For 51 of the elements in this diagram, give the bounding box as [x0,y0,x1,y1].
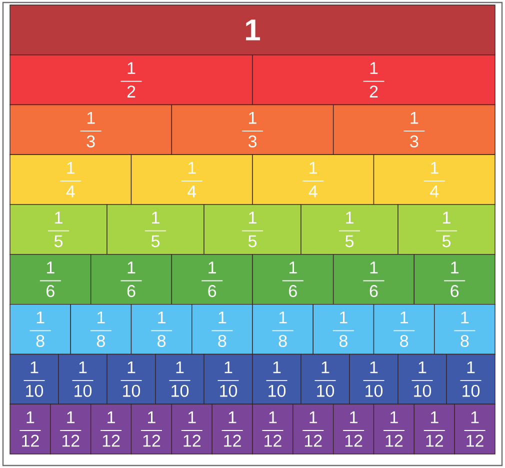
fraction-tile: 1 10 [155,354,204,404]
fraction-tile: 1 6 [90,254,172,305]
fraction-tile: 1 8 [70,304,132,355]
fraction-tile: 1 8 [434,304,496,355]
fraction-tile: 1 5 [398,204,496,255]
fraction-tile: 1 12 [10,404,51,454]
fraction-tile: 1 10 [106,354,156,404]
fraction-tile: 1 4 [252,154,374,205]
fraction-tile: 1 12 [130,404,172,454]
fraction-tile: 1 4 [10,154,132,205]
fraction-tile: 1 6 [171,254,253,305]
fraction-tile: 1 6 [10,254,92,305]
fraction-tile: 1 12 [252,404,294,454]
fraction-tile: 1 12 [454,404,496,454]
fraction-tile: 1 10 [349,354,398,404]
fraction-tile: 1 12 [171,404,212,454]
fraction-tile: 1 10 [10,354,59,404]
fraction-tile: 1 2 [10,54,253,106]
fraction-tile: 1 5 [106,204,204,255]
fraction-tile: 1 8 [130,304,192,355]
fraction-tile: 1 10 [446,354,496,404]
fraction-tile: 1 5 [10,204,108,255]
fraction-tile: 1 8 [312,304,374,355]
fraction-tile: 1 8 [373,304,435,355]
fraction-tile: 1 5 [300,204,398,255]
fraction-tile: 1 6 [332,254,415,305]
fraction-tile: 1 3 [10,104,172,155]
fraction-tile: 1 12 [292,404,334,454]
fraction-tile: 1 12 [212,404,253,454]
fraction-tile: 1 2 [252,54,496,106]
fraction-tile: 1 12 [50,404,92,454]
fraction-tile: 1 4 [130,154,253,205]
fraction-tile: 1 10 [398,354,447,404]
fraction-tile: 1 5 [204,204,302,255]
fraction-tile: 1 8 [252,304,314,355]
fraction-tile: 1 12 [90,404,132,454]
fraction-tile: 1 10 [300,354,350,404]
fraction-tile: 1 12 [373,404,415,454]
fraction-tile: 1 8 [10,304,71,355]
fraction-tile: 1 6 [252,254,334,305]
fraction-tile: 1 [10,4,496,56]
fraction-tile: 1 10 [252,354,302,404]
fraction-tile: 1 4 [373,154,496,205]
fraction-tile: 1 3 [332,104,496,155]
fraction-tile: 1 8 [192,304,253,355]
fraction-tile: 1 12 [414,404,455,454]
fraction-tile: 1 10 [204,354,253,404]
fraction-tile: 1 12 [332,404,374,454]
fraction-tile: 1 10 [58,354,108,404]
fraction-tile: 1 3 [171,104,334,155]
fraction-tile: 1 6 [414,254,496,305]
